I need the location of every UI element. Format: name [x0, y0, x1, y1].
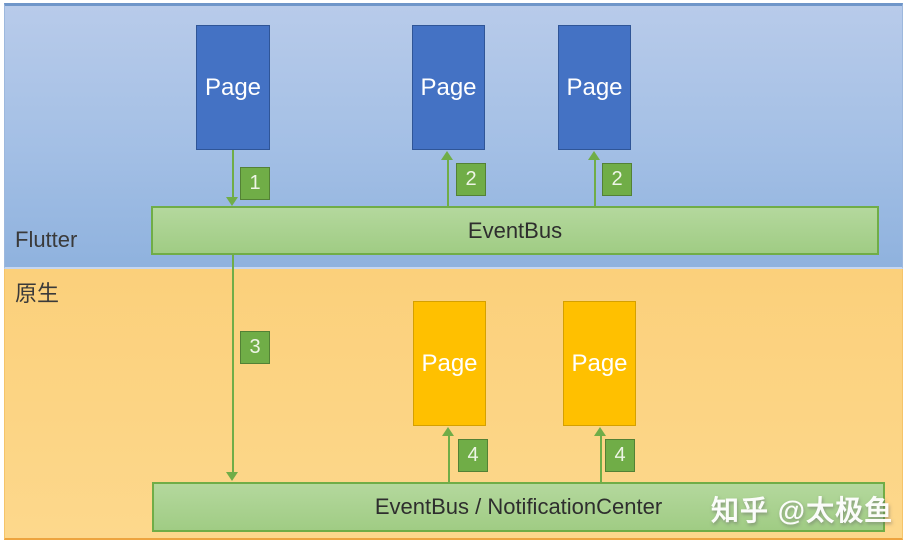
native-eventbus-bar: EventBus / NotificationCenter	[152, 482, 885, 532]
native-page-2: Page	[563, 301, 636, 426]
arrow-down-icon	[226, 197, 238, 206]
arrow-down-icon	[226, 472, 238, 481]
arrow-line-eventbus-to-page3	[594, 160, 596, 207]
flutter-page-1: Page	[196, 25, 270, 150]
step-badge-2a: 2	[456, 163, 486, 196]
arrow-up-icon	[441, 151, 453, 160]
step-badge-4b: 4	[605, 439, 635, 472]
step-badge-2b: 2	[602, 163, 632, 196]
native-page-1-label: Page	[421, 349, 478, 377]
arrow-line-page1-to-eventbus	[232, 150, 234, 197]
native-section-label: 原生	[15, 281, 60, 306]
flutter-section-label: Flutter	[15, 227, 78, 252]
flutter-page-2: Page	[412, 25, 485, 150]
native-eventbus-label: EventBus / NotificationCenter	[374, 494, 663, 519]
flutter-eventbus-label: EventBus	[467, 217, 563, 243]
flutter-page-1-label: Page	[204, 73, 262, 101]
arrow-up-icon	[442, 427, 454, 436]
arrow-line-nativebus-to-npage2	[600, 436, 602, 482]
step-badge-1: 1	[240, 167, 270, 200]
step-badge-4a: 4	[458, 439, 488, 472]
flutter-page-3-label: Page	[566, 73, 623, 101]
zhihu-watermark: 知乎 @太极鱼	[711, 495, 894, 526]
flutter-page-3: Page	[558, 25, 631, 150]
flutter-page-2-label: Page	[420, 73, 477, 101]
native-page-1: Page	[413, 301, 486, 426]
flutter-eventbus-bar: EventBus	[151, 206, 879, 255]
arrow-up-icon	[588, 151, 600, 160]
arrow-line-eventbus-to-page2	[447, 160, 449, 206]
arrow-line-nativebus-to-npage1	[448, 436, 450, 482]
step-badge-3: 3	[240, 331, 270, 364]
arrow-up-icon	[594, 427, 606, 436]
native-page-2-label: Page	[571, 349, 628, 377]
arrow-line-flutterbus-to-nativebus	[232, 255, 234, 473]
